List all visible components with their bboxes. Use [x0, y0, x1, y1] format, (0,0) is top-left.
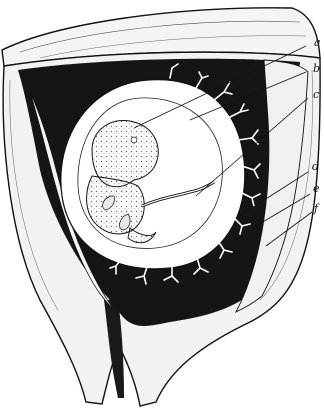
label-c: c	[313, 88, 319, 101]
label-f: f	[313, 202, 320, 215]
embryo-eye	[131, 137, 137, 143]
label-e: e	[313, 182, 320, 195]
label-a: a	[314, 36, 321, 49]
label-d: d	[312, 160, 319, 173]
label-b: b	[313, 62, 320, 75]
